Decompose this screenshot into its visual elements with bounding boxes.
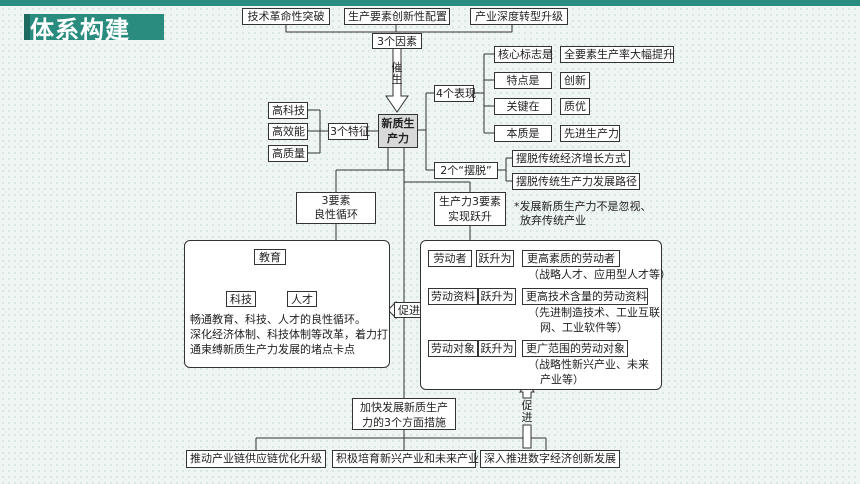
yuesheng-label-2: 实现跃升: [448, 210, 492, 223]
manifest-val-1: 全要素生产率大幅提升: [560, 46, 674, 63]
cuisheng-label: 催生: [391, 61, 403, 86]
promote-vertical-label: 促进: [521, 399, 533, 424]
note-line-1: *发展新质生产力不是忽视、: [514, 200, 652, 213]
title-bar: [24, 14, 164, 40]
feature-high-tech: 高科技: [268, 102, 308, 119]
manifest-key-2: 特点是: [494, 72, 552, 89]
cycle-label-2: 良性循环: [314, 208, 358, 221]
node-education: 教育: [254, 249, 286, 265]
promote-box: 促进: [394, 302, 424, 318]
page-title: 体系构建: [30, 16, 130, 44]
measure-2: 积极培育新兴产业和未来产业: [332, 450, 479, 468]
three-features-box: 3个特征: [328, 123, 370, 140]
top-accent-bar: [0, 0, 860, 6]
measures-label-2: 力的3个方面措施: [362, 416, 446, 429]
element-means-result: 更高技术含量的劳动资料: [522, 288, 648, 305]
factor-production-elements: 生产要素创新性配置: [344, 8, 450, 25]
yuesheng-label-1: 生产力3要素: [439, 195, 501, 208]
note-line-2: 放弃传统产业: [520, 214, 586, 227]
node-talent: 人才: [287, 291, 317, 307]
manifest-key-3: 关键在: [494, 98, 552, 115]
breakaway-2: 摆脱传统生产力发展路径: [512, 173, 640, 190]
cycle-text-2: 深化经济体制、科技体制等改革，着力打: [190, 328, 388, 341]
element-means: 劳动资料: [428, 288, 478, 305]
element-object: 劳动对象: [428, 340, 478, 357]
element-worker-detail: （战略人才、应用型人才等）: [528, 268, 671, 281]
three-factors-box: 3个因素: [372, 33, 422, 49]
element-worker: 劳动者: [428, 250, 472, 267]
jump-2: 跃升为: [478, 288, 516, 305]
core-new-productivity: 新质生产力: [378, 114, 418, 148]
cycle-panel: [184, 240, 390, 368]
three-elements-cycle-box: 3要素 良性循环: [296, 192, 376, 224]
element-means-detail-1: （先进制造技术、工业互联: [528, 306, 660, 319]
jump-1: 跃升为: [476, 250, 514, 267]
cycle-text-3: 通束缚新质生产力发展的堵点卡点: [190, 343, 355, 356]
manifest-key-1: 核心标志是: [494, 46, 553, 63]
manifest-key-4: 本质是: [494, 125, 552, 142]
element-means-detail-2: 网、工业软件等）: [540, 321, 628, 334]
feature-high-quality: 高质量: [268, 145, 308, 162]
manifest-val-3: 质优: [560, 98, 590, 115]
productivity-elements-box: 生产力3要素 实现跃升: [434, 192, 506, 226]
element-object-detail-1: （战略性新兴产业、未来: [528, 358, 649, 371]
measures-label-1: 加快发展新质生产: [360, 401, 448, 414]
element-object-detail-2: 产业等）: [540, 373, 584, 386]
jump-3: 跃升为: [478, 340, 516, 357]
measures-box: 加快发展新质生产 力的3个方面措施: [352, 398, 456, 430]
measure-3: 深入推进数字经济创新发展: [480, 450, 620, 468]
element-object-result: 更广范围的劳动对象: [522, 340, 628, 357]
cycle-text-1: 畅通教育、科技、人才的良性循环。: [190, 313, 366, 326]
four-manifestations-box: 4个表现: [434, 85, 476, 102]
manifest-val-4: 先进生产力: [560, 125, 620, 142]
feature-high-efficiency: 高效能: [268, 123, 308, 140]
node-technology: 科技: [226, 291, 256, 307]
measure-1: 推动产业链供应链优化升级: [186, 450, 326, 468]
element-worker-result: 更高素质的劳动者: [522, 250, 620, 267]
title-accent: [24, 14, 30, 40]
manifest-val-2: 创新: [560, 72, 590, 89]
two-breakaways-box: 2个“摆脱”: [434, 162, 498, 179]
cycle-label-1: 3要素: [321, 194, 351, 207]
factor-tech-revolution: 技术革命性突破: [242, 8, 330, 25]
factor-industry-upgrade: 产业深度转型升级: [470, 8, 568, 25]
breakaway-1: 摆脱传统经济增长方式: [512, 150, 630, 167]
